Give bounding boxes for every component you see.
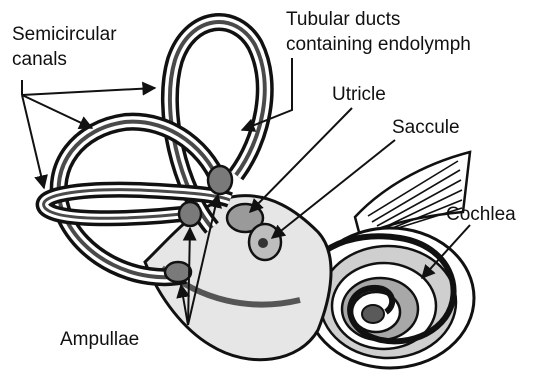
ampulla-1 — [208, 166, 232, 194]
label-tubular-line2: containing endolymph — [286, 34, 471, 55]
label-tubular-line1: Tubular ducts — [286, 9, 400, 30]
cochlea-center — [362, 305, 384, 323]
ampulla-2 — [179, 202, 201, 226]
ampulla-3 — [165, 262, 191, 282]
label-saccule: Saccule — [392, 117, 460, 138]
label-semicircular-line1: Semicircular — [12, 24, 117, 45]
label-semicircular-line2: canals — [12, 49, 67, 70]
label-ampullae: Ampullae — [60, 329, 139, 350]
label-cochlea: Cochlea — [446, 204, 516, 225]
label-utricle: Utricle — [332, 84, 386, 105]
